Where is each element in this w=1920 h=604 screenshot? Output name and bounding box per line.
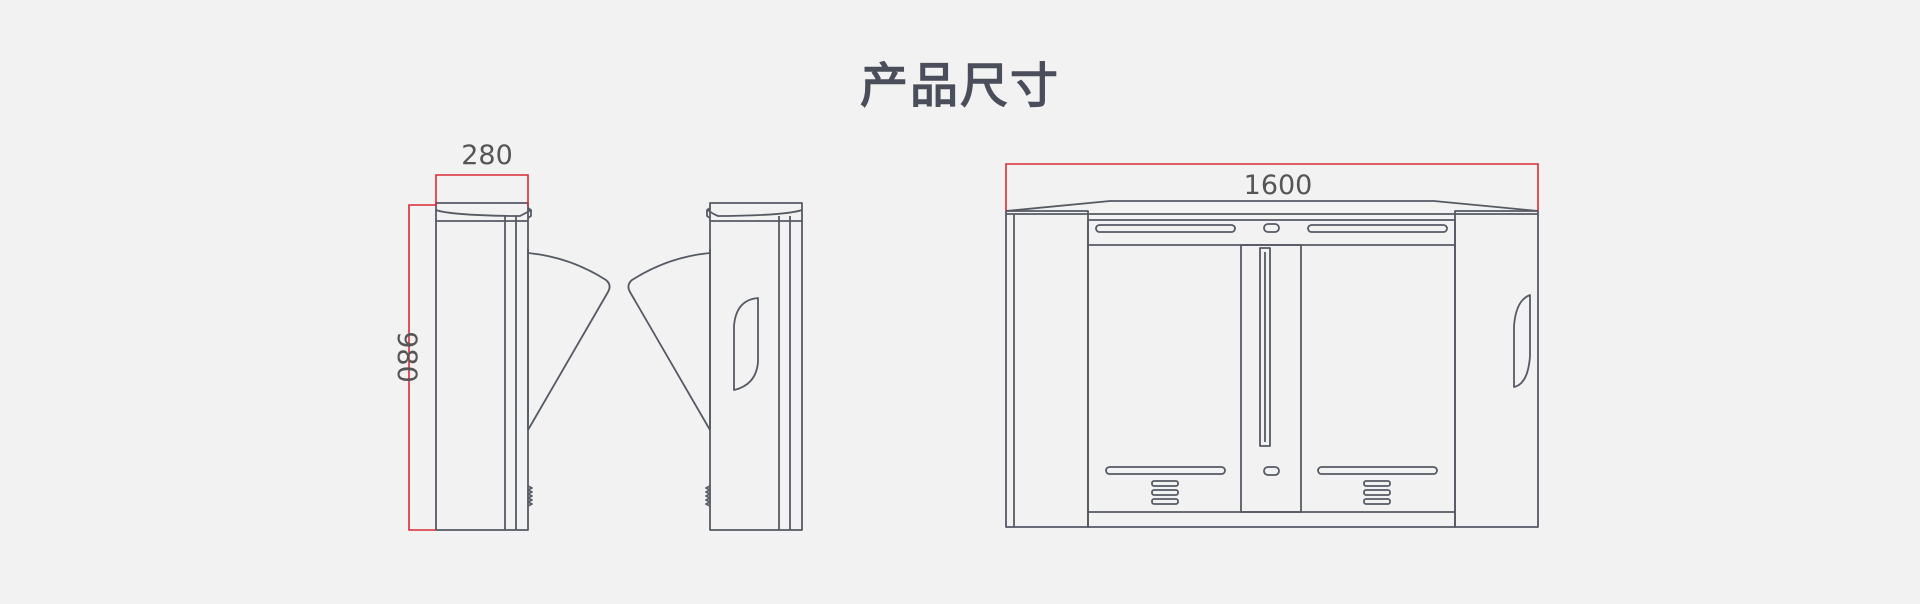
- height-dimension-label: 980: [391, 331, 422, 383]
- height-dimension-line: [408, 204, 436, 531]
- side-view-left: [435, 202, 611, 531]
- length-dimension-label: 1600: [1244, 170, 1313, 201]
- side-view-right: [627, 202, 803, 531]
- handle: [1513, 294, 1531, 388]
- length-dimension-line: [1005, 163, 1539, 211]
- page-title: 产品尺寸: [859, 58, 1060, 114]
- width-dimension-label: 280: [461, 140, 513, 171]
- flap-wing: [527, 249, 611, 431]
- flap-wing: [627, 249, 711, 431]
- front-view: [1005, 200, 1539, 528]
- handle: [733, 297, 759, 391]
- width-dimension-line: [435, 174, 529, 206]
